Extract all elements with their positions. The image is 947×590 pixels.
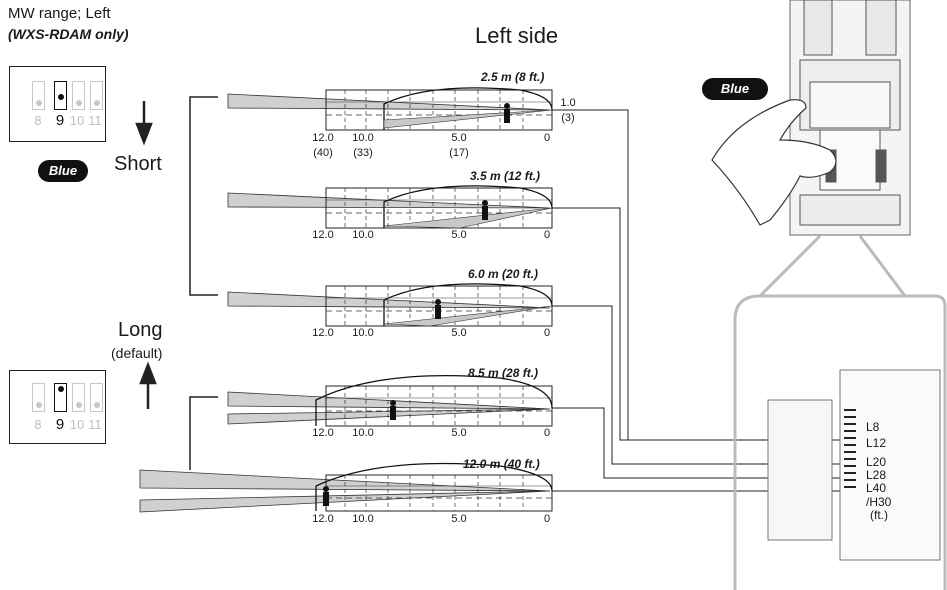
position-l12: L12 [866, 436, 887, 450]
hand-illustration [711, 99, 837, 226]
tick-10: 10.0 [352, 229, 374, 241]
range-panel-3 [227, 283, 850, 465]
zoomed-switch [767, 369, 941, 561]
tick-12: 12.0 [312, 427, 334, 439]
height-ft: (3) [561, 112, 575, 124]
dip-lever-8 [32, 81, 45, 110]
position-l40: L40 [866, 481, 887, 495]
dip-num-9: 9 [55, 112, 65, 129]
long-label: Long [118, 319, 163, 341]
tick-10: 10.0 [352, 132, 374, 144]
model-note: (WXS-RDAM only) [8, 26, 129, 42]
tick-10: 10.0 [352, 427, 374, 439]
tick-ft-33: (33) [353, 147, 373, 159]
bracket-short [189, 96, 218, 296]
dip-lever-11 [90, 383, 103, 412]
tick-0: 0 [543, 513, 551, 525]
zoom-callout [733, 234, 947, 590]
dip-lever-10 [72, 81, 85, 110]
tick-ft-17: (17) [449, 147, 469, 159]
dip-lever-9 [54, 383, 67, 412]
tick-0: 0 [543, 427, 551, 439]
arrow-down [135, 101, 153, 146]
bracket-long [189, 396, 218, 470]
sensor-device [789, 0, 911, 236]
tick-12: 12.0 [312, 513, 334, 525]
tick-ft-40: (40) [313, 147, 333, 159]
dip-switch-short: 8 9 10 11 [9, 66, 106, 142]
height-m: 1.0 [560, 97, 576, 109]
range-panel-4 [227, 374, 850, 479]
tick-5: 5.0 [451, 513, 467, 525]
dip-switch-long: 8 9 10 11 [9, 370, 106, 444]
range-label-1: 2.5 m (8 ft.) [481, 70, 545, 84]
tick-0: 0 [543, 132, 551, 144]
range-label-3: 6.0 m (20 ft.) [468, 267, 539, 281]
tick-5: 5.0 [451, 132, 467, 144]
tick-5: 5.0 [451, 427, 467, 439]
default-label: (default) [111, 345, 163, 361]
tick-12: 12.0 [312, 327, 334, 339]
range-label-4: 8.5 m (28 ft.) [468, 366, 539, 380]
range-panel-2 [227, 185, 850, 441]
position-h30: /H30 [866, 495, 892, 509]
tick-0: 0 [543, 229, 551, 241]
range-label-5: 12.0 m (40 ft.) [463, 457, 540, 471]
dip-num-10: 10 [69, 113, 85, 128]
tick-5: 5.0 [451, 327, 467, 339]
tick-12: 12.0 [312, 132, 334, 144]
range-panel-5 [139, 462, 850, 513]
short-label: Short [114, 153, 162, 175]
arrow-up [139, 361, 157, 409]
tick-10: 10.0 [352, 327, 374, 339]
blue-badge: Blue [38, 160, 88, 182]
position-l20: L20 [866, 455, 887, 469]
dip-num-10: 10 [69, 417, 85, 432]
mw-range-label: MW range; Left [8, 5, 111, 22]
dip-lever-11 [90, 81, 103, 110]
tick-12: 12.0 [312, 229, 334, 241]
dip-lever-8 [32, 383, 45, 412]
blue-badge-hand: Blue [702, 78, 768, 100]
side-title: Left side [475, 23, 559, 48]
dip-num-8: 8 [34, 113, 42, 128]
dip-lever-10 [72, 383, 85, 412]
dip-num-8: 8 [34, 417, 42, 432]
dip-lever-9 [54, 81, 67, 110]
tick-5: 5.0 [451, 229, 467, 241]
tick-0: 0 [543, 327, 551, 339]
position-l28: L28 [866, 468, 887, 482]
dip-num-11: 11 [88, 113, 102, 128]
position-l8: L8 [866, 420, 880, 434]
dip-num-9: 9 [55, 416, 65, 433]
dip-num-11: 11 [88, 417, 102, 432]
tick-10: 10.0 [352, 513, 374, 525]
position-unit: (ft.) [870, 508, 888, 522]
range-label-2: 3.5 m (12 ft.) [470, 169, 541, 183]
